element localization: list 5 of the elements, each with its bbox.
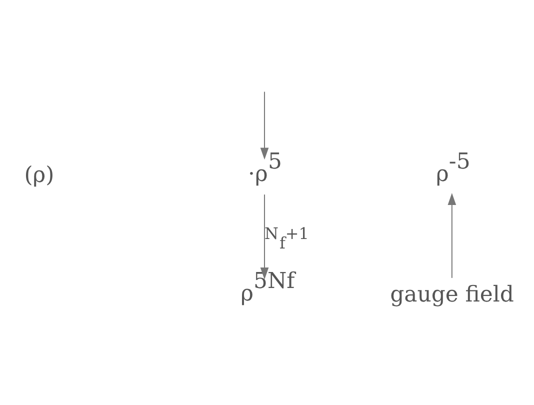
arrow — [260, 194, 269, 280]
arrow — [260, 91, 269, 160]
label: (ρ) — [24, 163, 54, 188]
arrow — [448, 193, 456, 278]
node-text: gauge field — [390, 282, 514, 308]
